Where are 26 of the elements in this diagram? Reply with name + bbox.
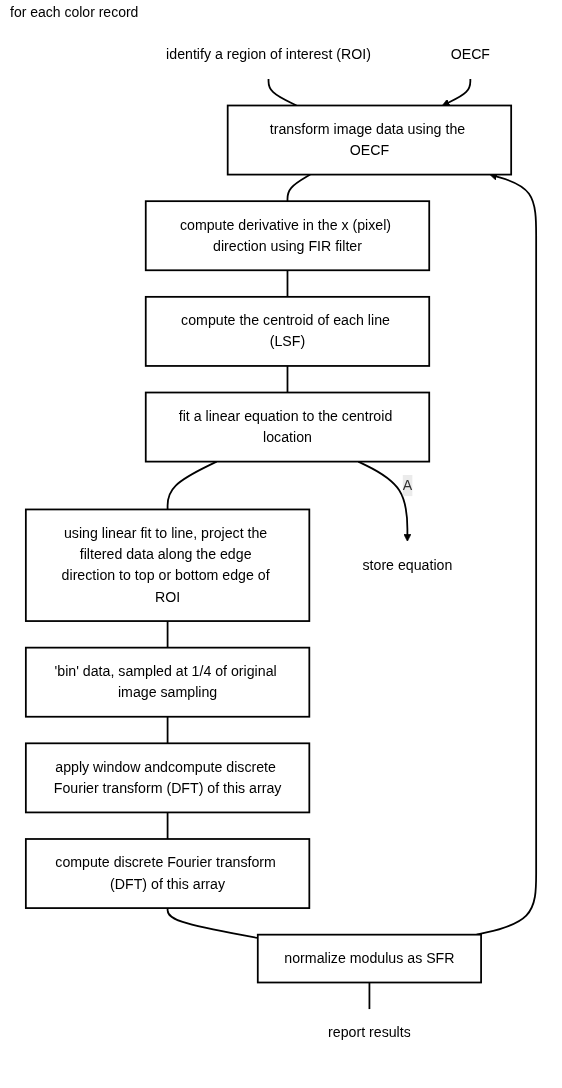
- arrow: [357, 460, 412, 542]
- node-box: compute discrete Fourier transform (DFT) of this array: [24, 838, 311, 909]
- node-text: OECF: [450, 47, 491, 63]
- connector: [166, 620, 169, 649]
- connector: [286, 365, 289, 394]
- node-box: transform image data using the OECF: [226, 104, 513, 176]
- connector: [267, 78, 298, 107]
- node-box: normalize modulus as SFR: [256, 933, 482, 984]
- node-box: using linear fit to line, project the filtered data along the edge direction to top or bottom edge of ROI: [24, 508, 311, 622]
- connector: [166, 715, 169, 745]
- arrow: [441, 78, 472, 106]
- node-text: identify a region of interest (ROI): [166, 47, 371, 63]
- connector: [286, 173, 312, 203]
- node-box: fit a linear equation to the centroid location: [144, 391, 431, 463]
- connector: [166, 811, 169, 840]
- note-text: for each color record: [10, 4, 139, 20]
- edge-label: A: [402, 477, 413, 493]
- node-box: compute the centroid of each line (LSF): [144, 295, 431, 367]
- node-text: store equation: [362, 557, 453, 573]
- node-box: apply window andcompute discrete Fourier transform (DFT) of this array: [24, 742, 311, 814]
- connector: [368, 981, 371, 1010]
- connector: [286, 269, 289, 298]
- node-box: compute derivative in the x (pixel) direction using FIR filter: [144, 200, 431, 272]
- node-text: report results: [328, 1025, 411, 1041]
- node-box: 'bin' data, sampled at 1/4 of original image sampling: [24, 646, 311, 718]
- connector: [166, 460, 218, 511]
